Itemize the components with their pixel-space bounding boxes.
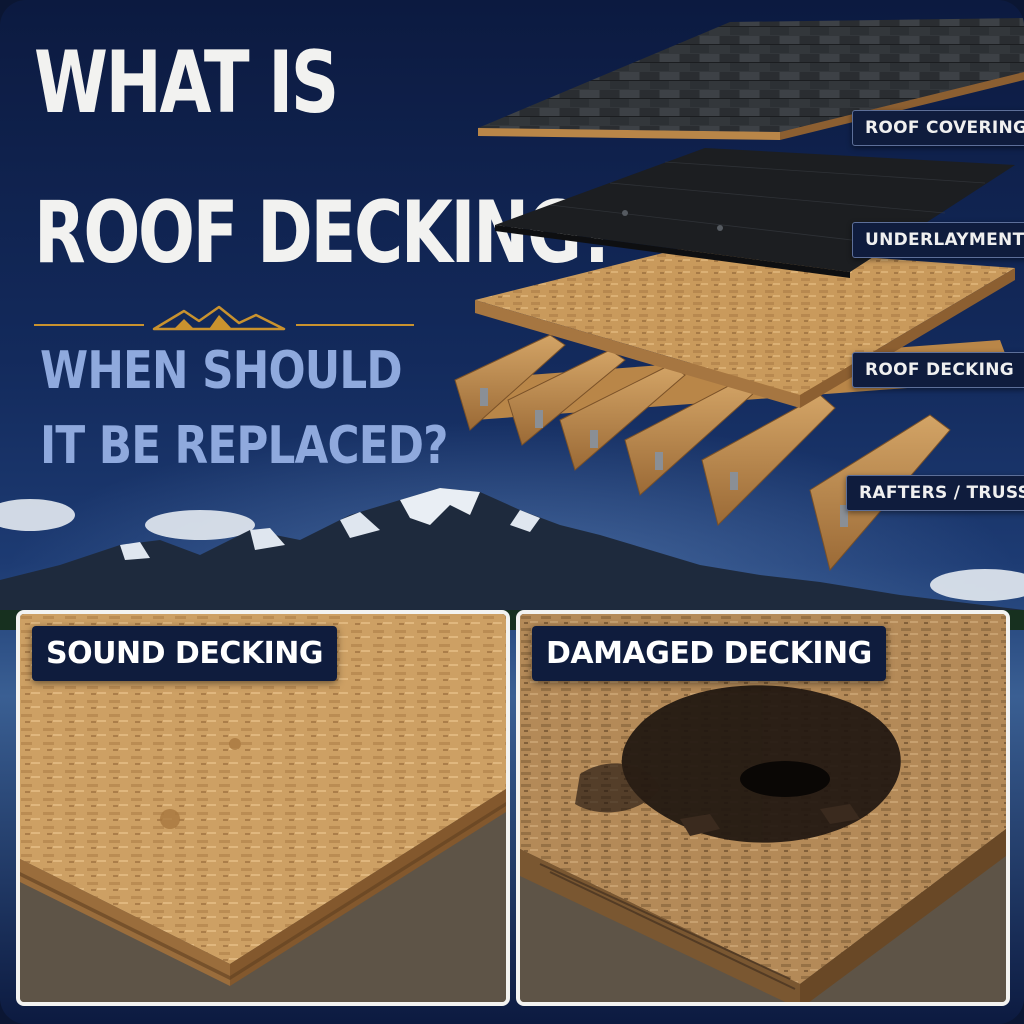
mountain-icon <box>152 305 286 331</box>
sound-decking-title: SOUND DECKING <box>32 626 337 681</box>
title-line-1: WHAT IS <box>34 33 339 133</box>
sound-decking-panel: SOUND DECKING <box>16 610 510 1006</box>
mountain-range <box>0 488 1024 630</box>
damaged-decking-title: DAMAGED DECKING <box>532 626 886 681</box>
underlayment-layer <box>495 148 1015 278</box>
label-rafters-trusses: RAFTERS / TRUSSES <box>846 475 1024 511</box>
roof-layers-diagram <box>454 18 1024 572</box>
label-roof-decking: ROOF DECKING <box>852 352 1024 388</box>
label-roof-covering: ROOF COVERING <box>852 110 1024 146</box>
mountain-divider <box>34 305 414 331</box>
damaged-decking-image <box>520 614 1006 1002</box>
label-underlayment: UNDERLAYMENT <box>852 222 1024 258</box>
roof-covering-layer <box>478 18 1024 140</box>
subtitle-line-1: WHEN SHOULD <box>40 341 403 401</box>
damaged-decking-panel: DAMAGED DECKING <box>516 610 1010 1006</box>
subtitle-line-2: IT BE REPLACED? <box>40 416 448 476</box>
clouds <box>0 499 1024 601</box>
